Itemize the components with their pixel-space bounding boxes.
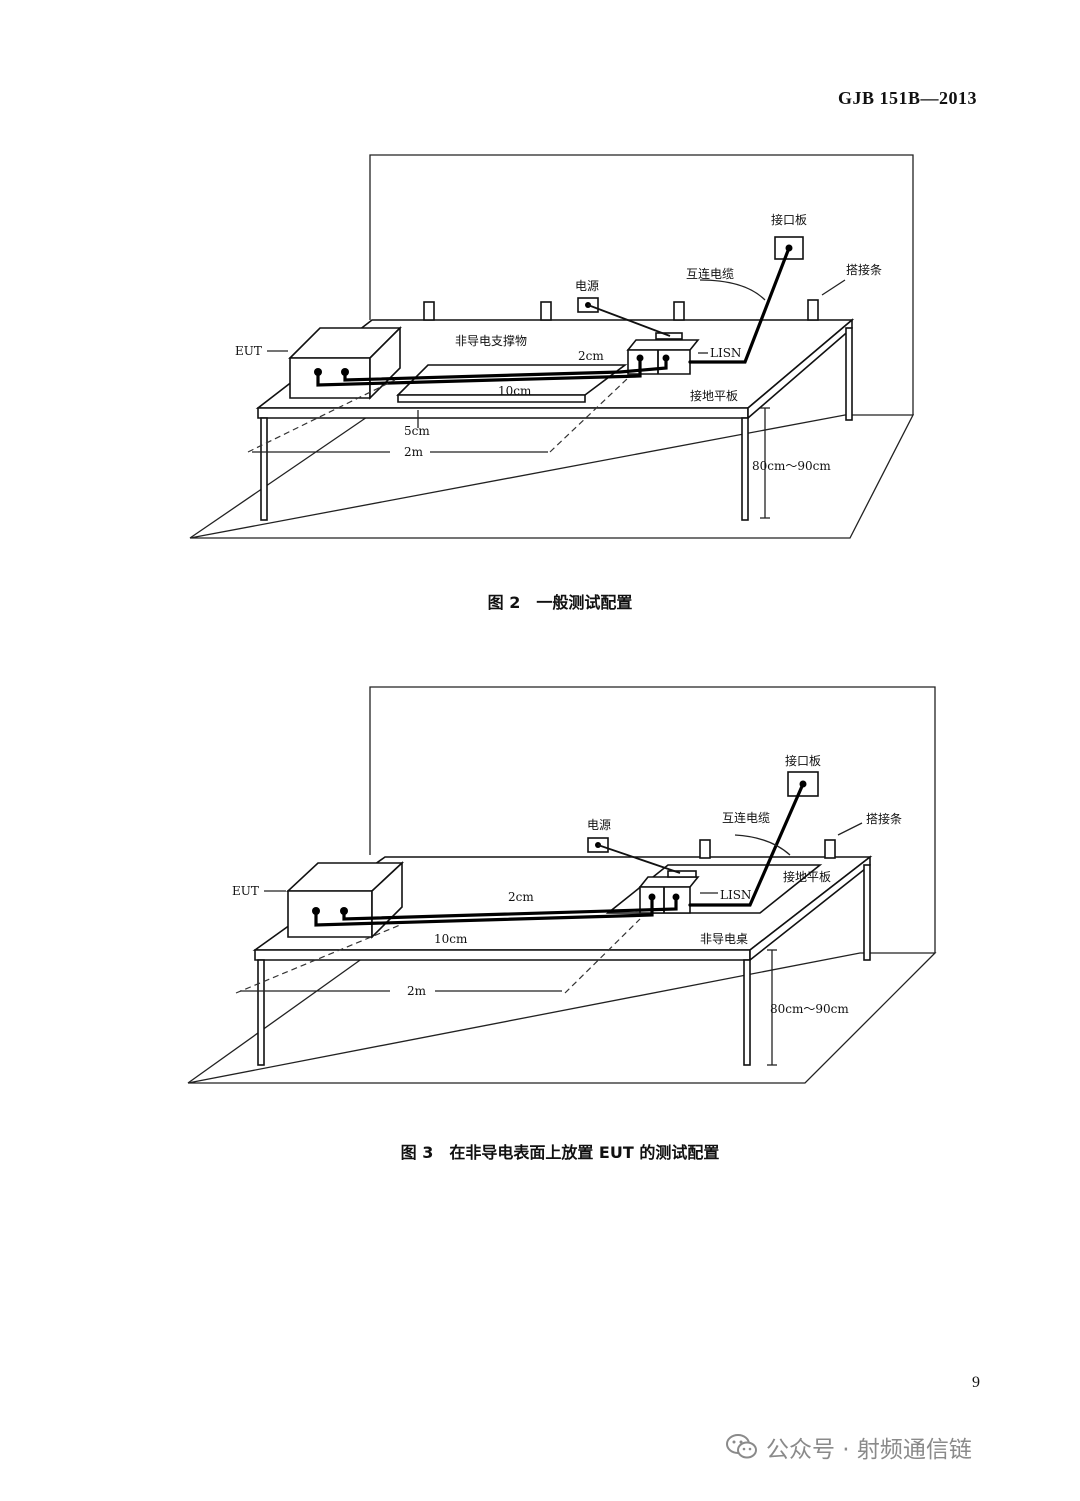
bond-straps	[699, 839, 836, 859]
watermark: 公众号 · 射频通信链	[726, 1430, 972, 1464]
page-number: 9	[972, 1374, 980, 1391]
wechat-icon	[726, 1434, 757, 1459]
floor-edge	[187, 952, 371, 1084]
label-dim-2m: 2m	[404, 445, 424, 459]
label-dim-10cm: 10cm	[498, 384, 532, 398]
table-legs	[260, 327, 853, 521]
label-lisn: LISN	[710, 346, 741, 360]
interconnect-cable	[688, 782, 805, 907]
lisn-box	[638, 870, 700, 914]
figure-2-caption: 图 2 一般测试配置	[487, 593, 633, 612]
floor-edge	[189, 414, 371, 539]
figure-2-diagram: 接口板 互连电缆 搭接条 电源 EUT 非导电支撑物 LISN 2cm 10cm…	[189, 154, 915, 539]
label-nonconductive-support: 非导电支撑物	[455, 333, 527, 348]
label-height: 80cm～90cm	[770, 1002, 849, 1016]
label-dim-2cm: 2cm	[508, 890, 534, 904]
standard-number: GJB 151B—2013	[837, 88, 977, 108]
label-power: 电源	[587, 818, 611, 832]
dim-line-right	[549, 377, 629, 453]
label-dim-2cm: 2cm	[578, 349, 604, 363]
label-interconnect-cable: 互连电缆	[722, 810, 770, 825]
label-nonconductive-table: 非导电桌	[700, 932, 748, 946]
bond-straps	[423, 299, 819, 321]
label-interface-panel: 接口板	[785, 753, 821, 768]
label-dim-5cm: 5cm	[404, 424, 430, 438]
label-dim-2m: 2m	[407, 984, 427, 998]
table-front-edge	[257, 407, 749, 419]
cable-eut-lisn-1	[314, 895, 654, 927]
floor-outline	[187, 952, 937, 1084]
label-bond-strap: 搭接条	[866, 811, 902, 826]
watermark-text: 公众号 · 射频通信链	[766, 1437, 972, 1463]
figure-3-caption: 图 3 在非导电表面上放置 EUT 的测试配置	[400, 1143, 720, 1162]
power-cable	[587, 304, 671, 337]
cable-eut-lisn-1	[316, 356, 642, 387]
label-power: 电源	[575, 279, 599, 293]
back-wall	[369, 686, 936, 953]
label-dim-10cm: 10cm	[434, 932, 468, 946]
floor-outline	[189, 414, 915, 539]
label-interface-panel: 接口板	[771, 212, 807, 227]
back-wall	[369, 154, 914, 415]
cable-eut-lisn-2	[342, 895, 678, 921]
label-eut: EUT	[235, 344, 262, 358]
label-interconnect-cable: 互连电缆	[686, 266, 734, 281]
dim-line-right	[564, 918, 641, 994]
table-legs	[257, 864, 871, 1066]
label-ground-plane: 接地平板	[690, 388, 738, 403]
label-bond-strap: 搭接条	[846, 262, 882, 277]
label-height: 80cm～90cm	[752, 459, 831, 473]
cable-eut-lisn-2	[343, 356, 668, 382]
interconnect-cable	[688, 246, 791, 364]
eut-box	[288, 326, 402, 400]
dim-line-left	[247, 379, 396, 453]
figure-3-diagram: 接口板 互连电缆 搭接条 电源 EUT LISN 接地平板 2cm 10cm 非…	[187, 686, 937, 1084]
lisn-box	[626, 332, 700, 375]
label-ground-plane: 接地平板	[783, 869, 831, 884]
power-cable	[597, 844, 681, 874]
label-eut: EUT	[232, 884, 259, 898]
label-lisn: LISN	[720, 888, 751, 902]
